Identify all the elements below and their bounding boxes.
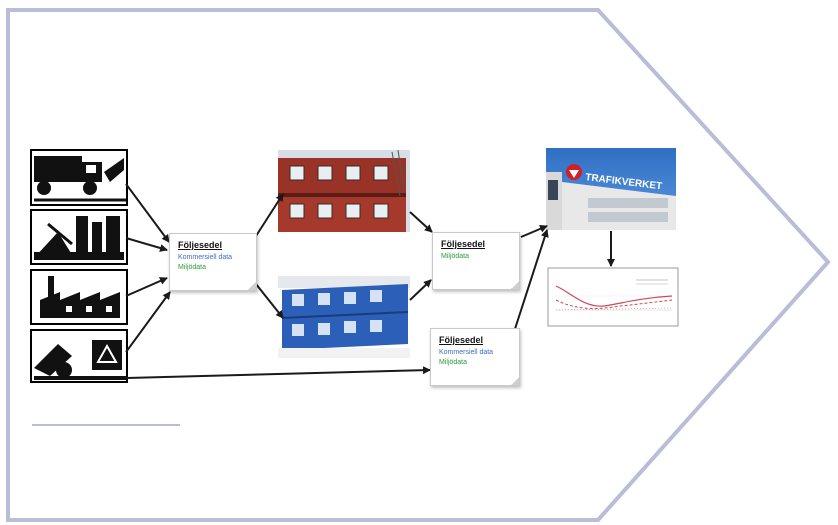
arrow-note2-to-trafikverket xyxy=(520,225,548,238)
transport-truck-icon xyxy=(30,149,128,206)
arrow-truck-to-note1 xyxy=(125,183,170,243)
commercial-data-label: Kommersiell data xyxy=(178,254,233,261)
commercial-data-label: Kommersiell data xyxy=(439,349,494,356)
note-title: Följesedel xyxy=(439,335,484,345)
note-title: Följesedel xyxy=(441,239,486,249)
arrow-note3-to-trafikverket xyxy=(513,229,549,333)
arrow-note1-to-red-building xyxy=(255,193,284,237)
arrow-note1-to-blue-building xyxy=(255,283,284,319)
page-fold xyxy=(511,281,519,289)
note-card-2: Följesedel Miljödata xyxy=(432,232,520,290)
cement-plant-icon xyxy=(30,209,128,265)
arrow-recycling-to-note1 xyxy=(125,291,171,353)
recycling-icon xyxy=(30,329,128,383)
blue-modular-building-photo xyxy=(278,276,410,358)
note-title: Följesedel xyxy=(178,240,223,250)
note-card-1: Följesedel Kommersiell data Miljödata xyxy=(169,233,257,291)
line-chart-thumbnail xyxy=(547,267,679,327)
arrow-recycling-to-note3 xyxy=(125,366,431,379)
arrow-cement-to-note1 xyxy=(125,237,168,252)
chevron-frame xyxy=(6,8,831,522)
factory-icon xyxy=(30,269,128,325)
environmental-data-label: Miljödata xyxy=(439,359,468,366)
arrow-blue-building-to-note2 xyxy=(409,279,432,301)
page-fold xyxy=(511,377,519,385)
environmental-data-label: Miljödata xyxy=(441,253,470,260)
page-fold xyxy=(248,282,256,290)
arrow-factory-to-note1 xyxy=(125,277,168,297)
environmental-data-label: Miljödata xyxy=(178,264,207,271)
trafikverket-building-photo: TRAFIKVERKET xyxy=(546,148,676,230)
red-modular-building-photo xyxy=(278,149,410,232)
arrow-red-building-to-note2 xyxy=(409,211,433,233)
note-card-3: Följesedel Kommersiell data Miljödata xyxy=(430,328,520,386)
